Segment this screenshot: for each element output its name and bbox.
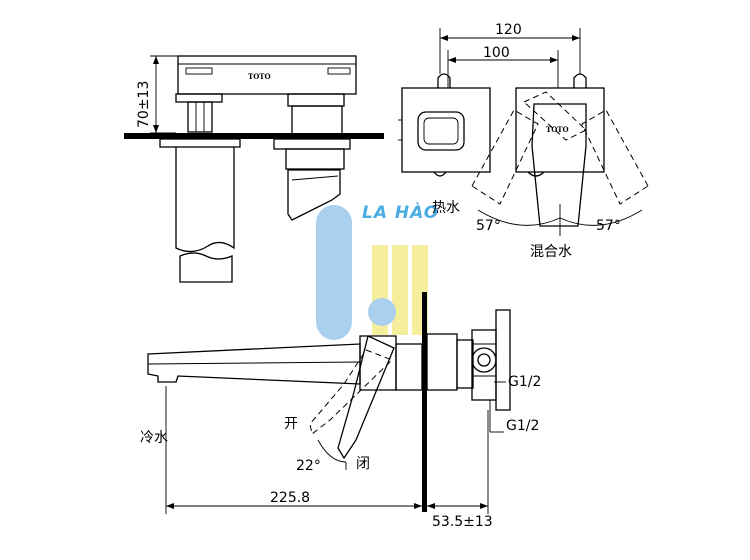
front-view: 120 100 TOTO 57° 57° 热水 混合水	[398, 22, 649, 260]
mixed-water-label: 混合水	[530, 244, 572, 260]
brand-logo-front: TOTO	[546, 125, 569, 134]
dim-wall-depth: 53.5±13	[432, 514, 493, 530]
dim-width-inner: 100	[483, 45, 510, 61]
brand-logo-top: TOTO	[248, 72, 271, 81]
hot-water-label: 热水	[432, 200, 460, 216]
dim-width-outer: 120	[495, 22, 522, 38]
angle-right-label: 57°	[596, 218, 621, 234]
thread-bottom-label: G1/2	[506, 418, 539, 434]
watermark-logo: LA HÀO	[316, 201, 439, 340]
cold-water-label: 冷水	[140, 430, 168, 446]
thread-top-label: G1/2	[508, 374, 541, 390]
handle-angle-label: 22°	[296, 458, 321, 474]
watermark-text: LA HÀO	[362, 201, 439, 223]
dim-height-range: 70±13	[136, 81, 152, 128]
dim-spout-length: 225.8	[270, 490, 310, 506]
close-label: 闭	[356, 456, 370, 472]
section-view: 22° 开 闭 冷水 G1/2 G1/2 225.8 53.5±13	[140, 292, 541, 530]
angle-left-label: 57°	[476, 218, 501, 234]
side-view: TOTO 70±13	[124, 55, 384, 283]
open-label: 开	[284, 416, 298, 432]
